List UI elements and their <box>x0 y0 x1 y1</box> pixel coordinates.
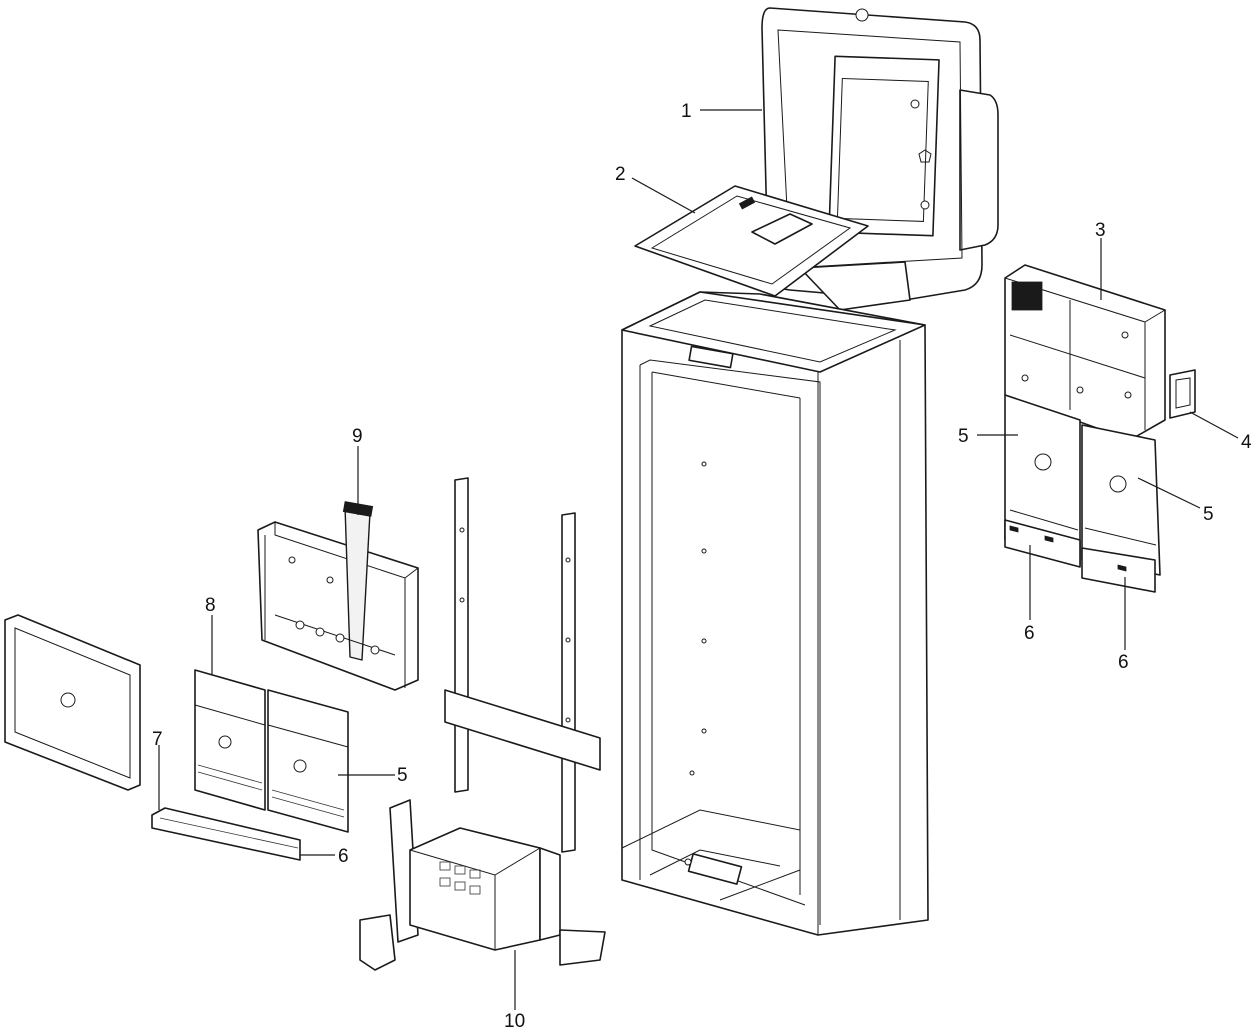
callouts: 1 2 3 4 5 5 5 6 6 6 7 8 9 10 <box>152 101 1252 1032</box>
terminal-strip-middle <box>151 807 301 861</box>
callout-5c: 5 <box>397 765 408 786</box>
callout-5a: 5 <box>958 426 969 447</box>
mounting-rails <box>444 477 601 853</box>
terminal-strips-right <box>1004 519 1156 593</box>
io-modules-middle <box>194 669 349 833</box>
callout-4: 4 <box>1241 432 1252 453</box>
leader-lines <box>158 109 1239 1010</box>
module-plates-right <box>1004 394 1161 576</box>
board-with-cable-part <box>257 501 419 691</box>
callout-6a: 6 <box>1024 623 1035 644</box>
callout-6c: 6 <box>338 846 349 867</box>
callout-1: 1 <box>681 101 692 122</box>
callout-6b: 6 <box>1118 652 1129 673</box>
cover-plate-part <box>634 185 869 297</box>
callout-2: 2 <box>615 164 626 185</box>
power-supply-part <box>359 799 606 971</box>
callout-8: 8 <box>205 595 216 616</box>
callout-10: 10 <box>504 1011 525 1032</box>
callout-9: 9 <box>352 426 363 447</box>
bracket-part-4 <box>1169 369 1196 419</box>
callout-5b: 5 <box>1203 504 1214 525</box>
main-housing <box>621 291 929 936</box>
callout-3: 3 <box>1095 220 1106 241</box>
left-cover-plate <box>4 614 141 791</box>
callout-7: 7 <box>152 729 163 750</box>
